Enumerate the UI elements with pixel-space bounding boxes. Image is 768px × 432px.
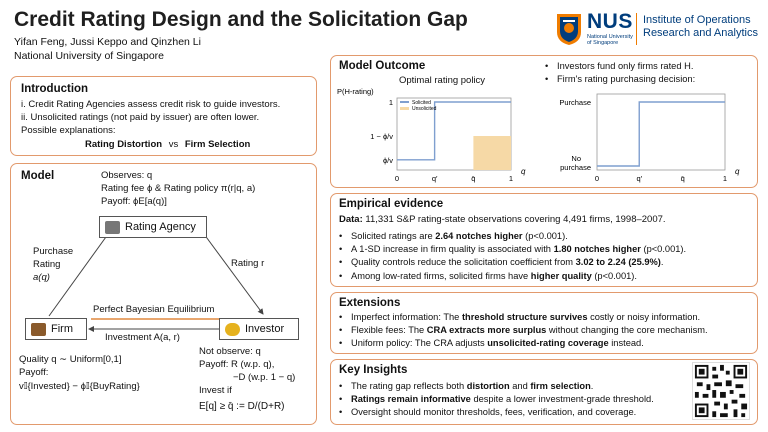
empirical-bullet-1: Solicited ratings are 2.64 notches highe… bbox=[339, 230, 686, 243]
chart2-frame bbox=[596, 93, 726, 171]
chart1-ytick-label: ϕ/v bbox=[383, 156, 393, 165]
intro-line-2: ii. Unsolicited ratings (not paid by iss… bbox=[21, 112, 260, 123]
chart1-xtick-label: 1 bbox=[509, 174, 513, 183]
invest-if-label: Invest if bbox=[199, 385, 232, 396]
model-diagram-arrows bbox=[48, 229, 264, 332]
insights-title: Key Insights bbox=[339, 364, 408, 376]
nus-wordmark: NUS bbox=[587, 10, 633, 33]
chart1-xlabel: q bbox=[521, 167, 526, 176]
authors: Yifan Feng, Jussi Keppo and Qinzhen Li bbox=[14, 36, 201, 48]
agency-observes: Observes: q bbox=[101, 170, 153, 181]
extensions-title: Extensions bbox=[339, 297, 401, 309]
chart1-xtick-label: q′ bbox=[432, 174, 438, 183]
arrow-firm-to-agency bbox=[48, 229, 112, 317]
empirical-bullet-3: Quality controls reduce the solicitation… bbox=[339, 256, 686, 269]
poster-title: Credit Rating Design and the Solicitatio… bbox=[14, 8, 468, 31]
chart2-xtick-label: 1 bbox=[723, 174, 727, 183]
chart2-ytick-nopurchase-1: No bbox=[571, 154, 581, 163]
chart1-title: Optimal rating policy bbox=[399, 75, 486, 86]
investor-node: Investor bbox=[219, 318, 299, 340]
legend-unsolicited-swatch bbox=[400, 107, 409, 110]
chart1-xtick-label: q̄ bbox=[471, 174, 475, 183]
chart2-ytick-nopurchase-2: purchase bbox=[560, 163, 591, 172]
chart1-ytick-label: 1 bbox=[389, 98, 393, 107]
institute-name: Institute of Operations Research and Ana… bbox=[643, 14, 758, 39]
investor-payoff-2: −D (w.p. 1 − q) bbox=[233, 372, 296, 383]
insights-bullets: The rating gap reflects both distortion … bbox=[339, 380, 654, 418]
outcome-bullet-2: Firm's rating purchasing decision: bbox=[545, 73, 695, 86]
introduction-title: Introduction bbox=[21, 83, 89, 95]
extensions-panel: Extensions Imperfect information: The th… bbox=[330, 292, 758, 354]
investor-payoff-1: Payoff: R (w.p. q), bbox=[199, 359, 275, 370]
affiliation: National University of Singapore bbox=[14, 50, 164, 62]
chart1-xtick-label: 0 bbox=[395, 174, 399, 183]
outcome-bullets: Investors fund only firms rated H. Firm'… bbox=[545, 60, 695, 86]
purchase-label-2: Rating bbox=[33, 259, 61, 270]
intro-line-1: i. Credit Rating Agencies assess credit … bbox=[21, 99, 281, 110]
purchase-label-1: Purchase bbox=[33, 246, 74, 257]
chart2-xtick-label: 0 bbox=[595, 174, 599, 183]
empirical-title: Empirical evidence bbox=[339, 198, 444, 210]
nus-logo: NUS National University of Singapore Ins… bbox=[553, 10, 763, 49]
legend-solicited-label: Solicited bbox=[412, 100, 431, 106]
extensions-bullets: Imperfect information: The threshold str… bbox=[339, 311, 708, 349]
model-title: Model bbox=[21, 170, 55, 182]
insights-panel: Key Insights The rating gap reflects bot… bbox=[330, 359, 758, 425]
firm-quality: Quality q ∼ Uniform[0,1] bbox=[19, 354, 122, 365]
intro-explanations: Rating Distortion vs Firm Selection bbox=[85, 139, 251, 150]
pbe-label: Perfect Bayesian Equilibrium bbox=[93, 304, 215, 315]
arrow-agency-to-investor bbox=[200, 229, 264, 315]
chart1-frame bbox=[396, 97, 512, 171]
extensions-bullet-2: Flexible fees: The CRA extracts more sur… bbox=[339, 324, 708, 337]
agency-payoff: Payoff: ϕE[a(q)] bbox=[101, 196, 167, 207]
legend-solicited-swatch bbox=[400, 101, 409, 103]
model-outcome-panel: Model Outcome Optimal rating policy P(H-… bbox=[330, 55, 758, 188]
insights-bullet-3: Oversight should monitor thresholds, fee… bbox=[339, 406, 654, 419]
firm-payoff-label: Payoff: bbox=[19, 367, 49, 378]
rating-agency-node: Rating Agency bbox=[99, 216, 207, 238]
chart2-xtick-label: q̄ bbox=[681, 174, 685, 183]
chart2-ytick-purchase: Purchase bbox=[559, 98, 591, 107]
purchase-label-3: a(q) bbox=[33, 272, 50, 283]
empirical-bullets: Solicited ratings are 2.64 notches highe… bbox=[339, 230, 686, 283]
insights-bullet-1: The rating gap reflects both distortion … bbox=[339, 380, 654, 393]
extensions-bullet-3: Uniform policy: The CRA adjusts unsolici… bbox=[339, 337, 708, 350]
rating-r-label: Rating r bbox=[231, 258, 265, 269]
briefcase-icon bbox=[31, 322, 46, 336]
outcome-title: Model Outcome bbox=[339, 60, 426, 72]
insights-bullet-2: Ratings remain informative despite a low… bbox=[339, 393, 654, 406]
intro-line-3: Possible explanations: bbox=[21, 125, 116, 136]
empirical-data: Data: 11,331 S&P rating-state observatio… bbox=[339, 214, 666, 225]
nus-seal-icon bbox=[557, 14, 581, 45]
nus-subtitle: National University of Singapore bbox=[587, 34, 633, 46]
agency-fee-policy: Rating fee ϕ & Rating policy π(r|q, a) bbox=[101, 183, 256, 194]
outcome-bullet-1: Investors fund only firms rated H. bbox=[545, 60, 695, 73]
empirical-bullet-4: Among low-rated firms, solicited firms h… bbox=[339, 270, 686, 283]
empirical-bullet-2: A 1-SD increase in firm quality is assoc… bbox=[339, 243, 686, 256]
firm-payoff: v𝕀{Invested} − ϕ𝕀{BuyRating} bbox=[19, 381, 140, 392]
purchase-decision-line bbox=[597, 101, 725, 167]
empirical-panel: Empirical evidence Data: 11,331 S&P rati… bbox=[330, 193, 758, 287]
qr-code-icon[interactable] bbox=[692, 362, 750, 420]
chart2-xlabel: q bbox=[735, 167, 740, 176]
introduction-panel: Introduction i. Credit Rating Agencies a… bbox=[10, 76, 317, 156]
chart2-xtick-label: q′ bbox=[636, 174, 642, 183]
firm-node: Firm bbox=[25, 318, 87, 340]
chart1-ytick-label: 1 − ϕ/v bbox=[370, 132, 393, 141]
solicited-line bbox=[397, 101, 511, 161]
chart1-ylabel: P(H-rating) bbox=[337, 87, 374, 96]
invest-condition: E[q] ≥ q̄ := D/(D+R) bbox=[199, 401, 285, 412]
extensions-bullet-1: Imperfect information: The threshold str… bbox=[339, 311, 708, 324]
investor-not-observe: Not observe: q bbox=[199, 346, 261, 357]
money-bag-icon bbox=[225, 322, 240, 336]
legend-unsolicited-label: Unsolicited bbox=[412, 106, 437, 112]
bank-icon bbox=[105, 220, 120, 234]
investment-label: Investment A(a, r) bbox=[105, 332, 180, 343]
model-panel: Model Observes: q Rating fee ϕ & Rating … bbox=[10, 163, 317, 425]
unsolicited-area bbox=[473, 136, 511, 170]
logo-divider bbox=[636, 13, 637, 45]
